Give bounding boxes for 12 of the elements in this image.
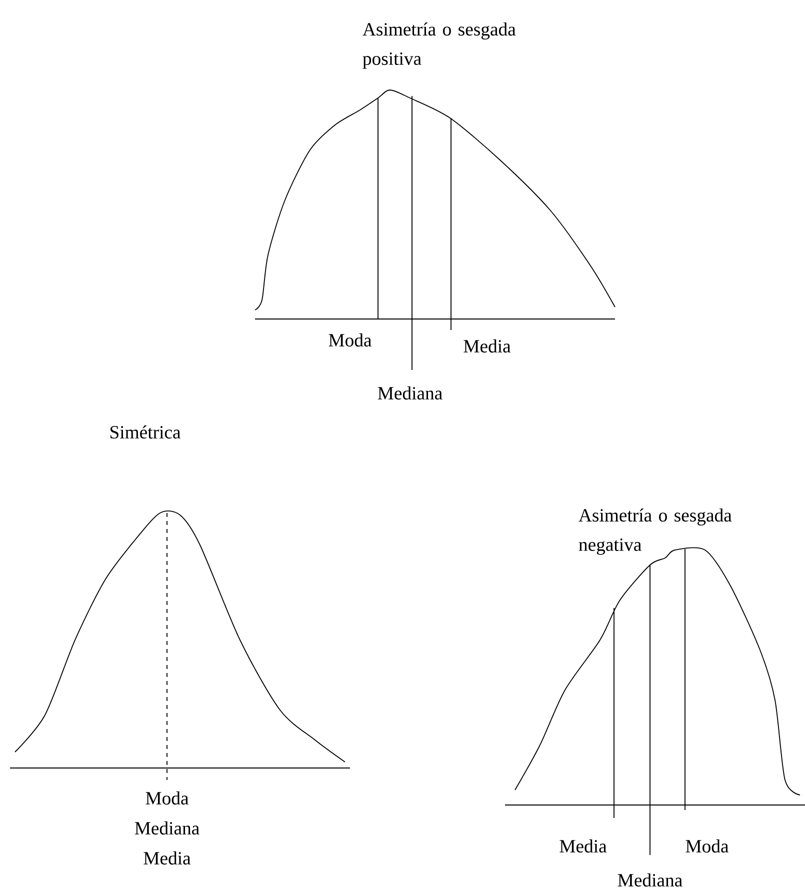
measure-label: Media bbox=[560, 839, 607, 853]
caption: Asimetría o sesgada negativa bbox=[578, 508, 732, 555]
measure-label: Mediana bbox=[378, 386, 442, 400]
measure-label: Moda bbox=[328, 333, 372, 347]
measure-label: Mediana bbox=[134, 821, 200, 835]
measure-label: Simétrica bbox=[110, 425, 181, 439]
caption: Asimetría o sesgada positiva bbox=[362, 22, 516, 69]
measure-label: Moda bbox=[686, 839, 729, 853]
measure-label: Media bbox=[464, 339, 511, 353]
measure-label: Media bbox=[144, 851, 191, 865]
measure-label: Moda bbox=[146, 791, 189, 805]
measure-label: Mediana bbox=[618, 873, 682, 887]
